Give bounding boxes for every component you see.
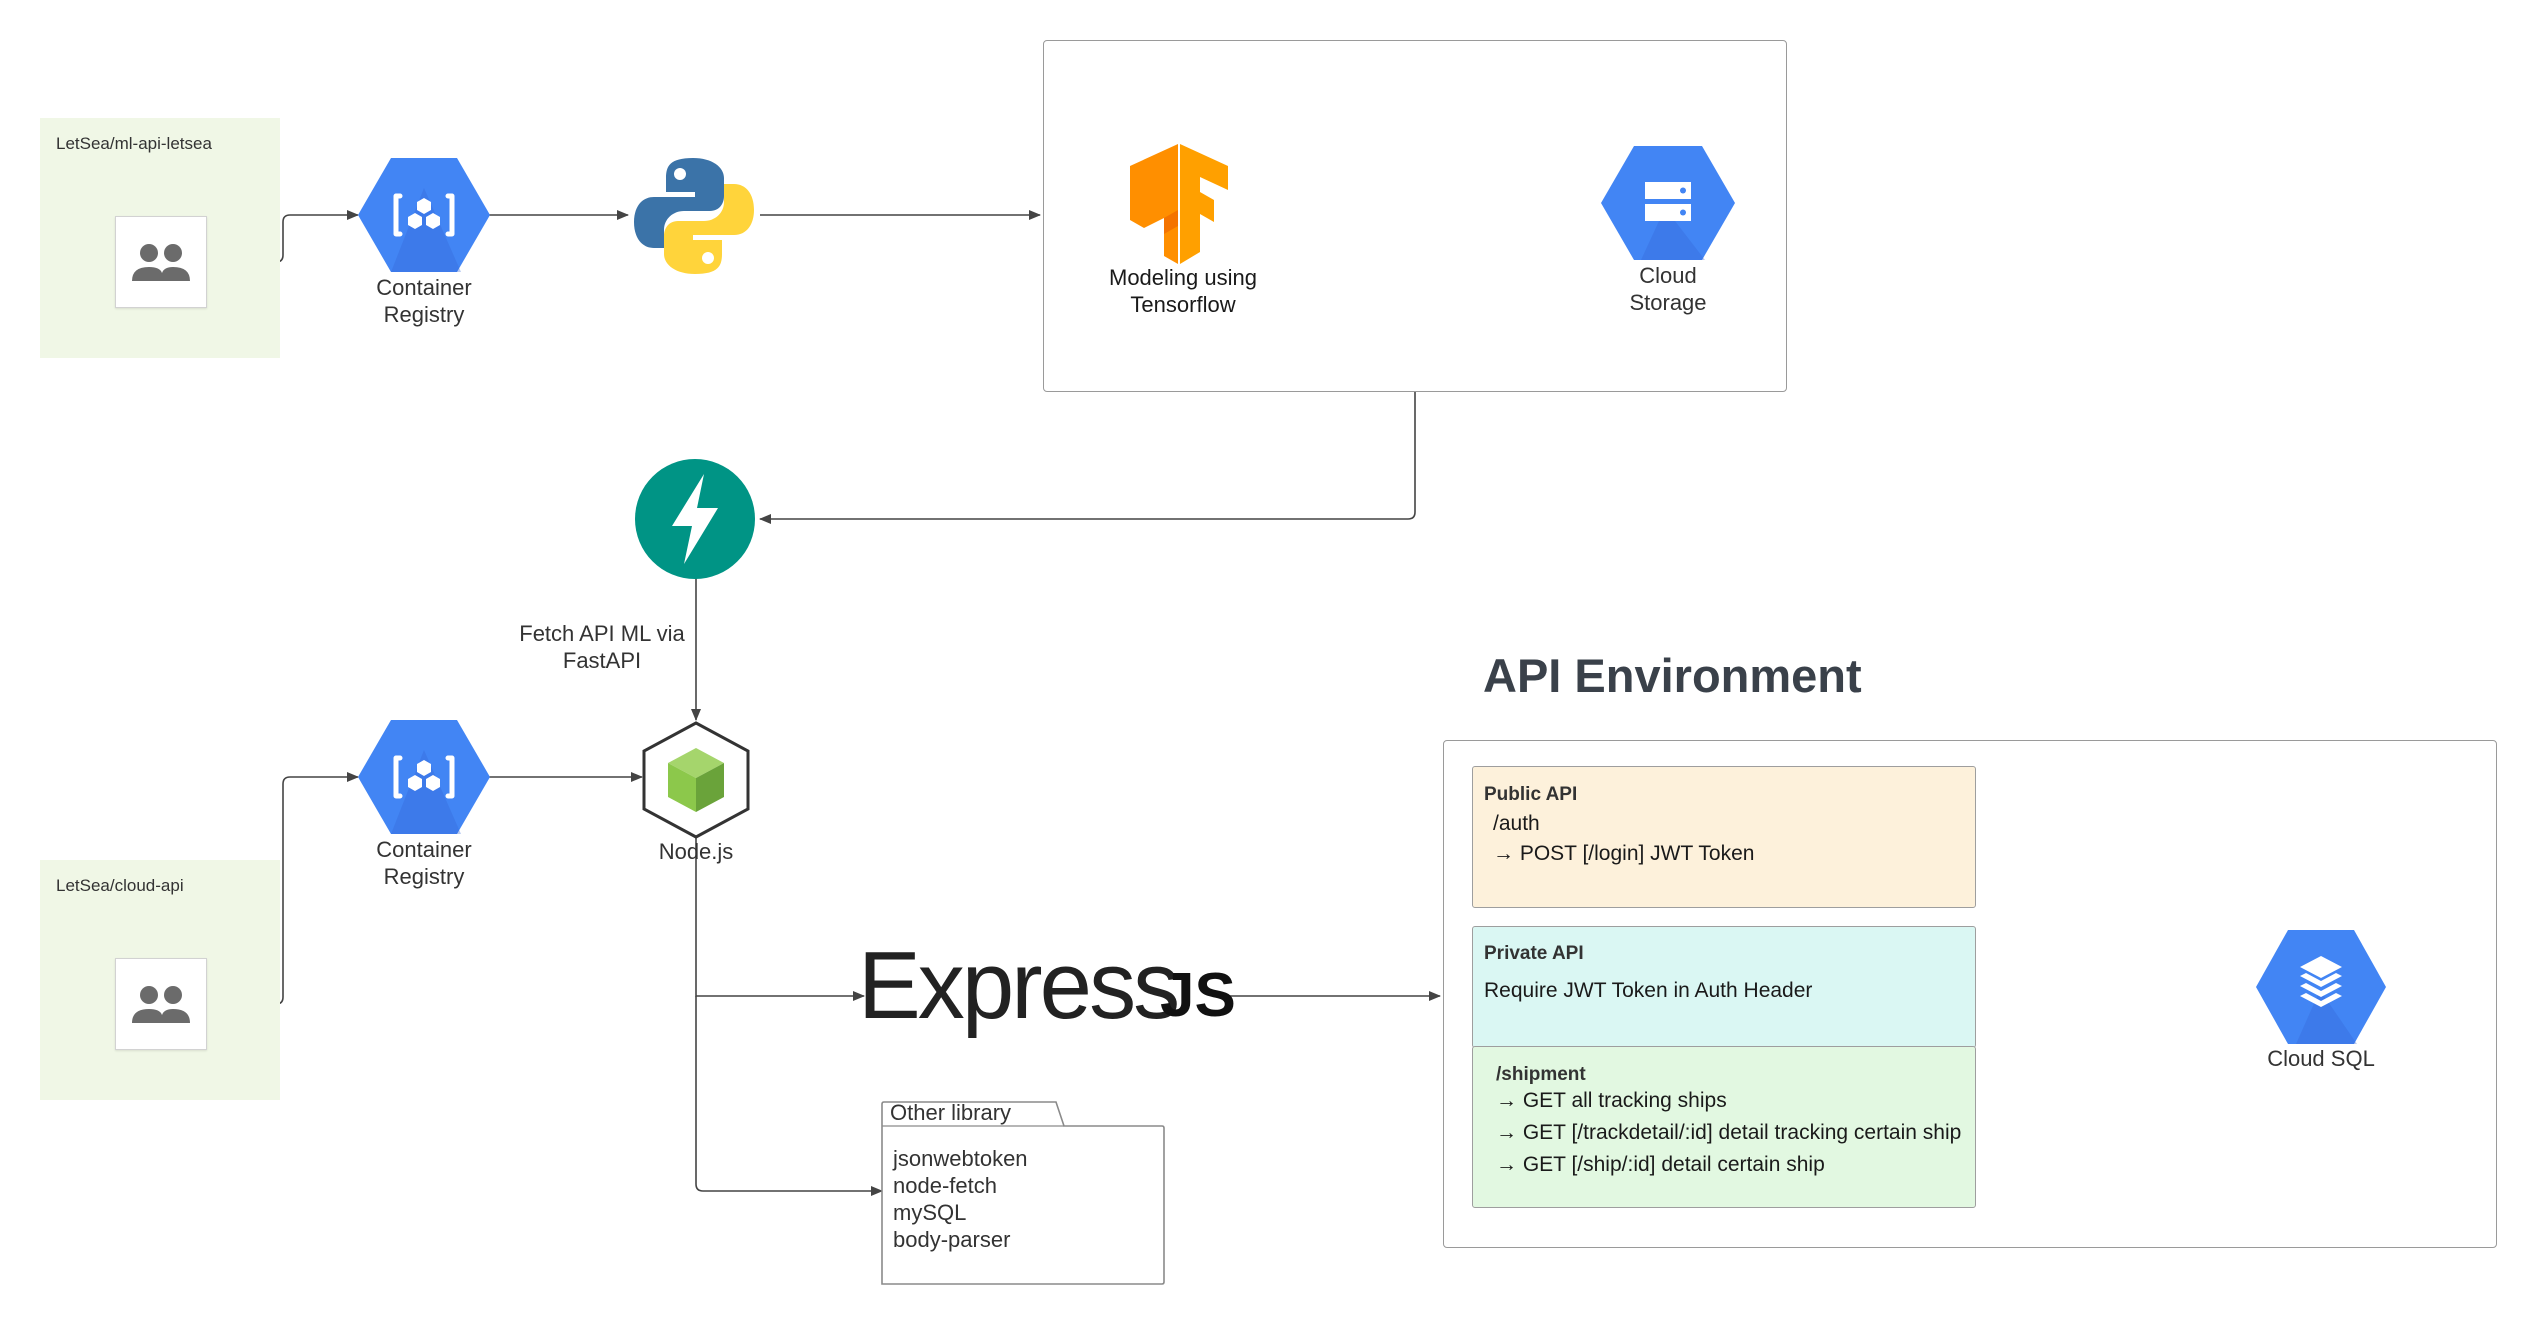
shipment-route-title: /shipment bbox=[1496, 1064, 1586, 1085]
library-item: node-fetch bbox=[893, 1173, 997, 1198]
label-line: Modeling using bbox=[1109, 265, 1257, 290]
label-line: Registry bbox=[383, 864, 465, 889]
tensorflow-label: Modeling using Tensorflow bbox=[1090, 264, 1276, 318]
fastapi-icon bbox=[635, 459, 755, 579]
repo-group-cloud-api: LetSea/cloud-api bbox=[40, 860, 280, 1100]
public-api-endpoint: → POST [/login] JWT Token bbox=[1493, 842, 1755, 865]
cloud-sql-label: Cloud SQL bbox=[2267, 1046, 2375, 1071]
label-line: FastAPI bbox=[562, 648, 642, 673]
public-api-box: Public API /auth → POST [/login] JWT Tok… bbox=[1472, 766, 1976, 908]
folder-outline bbox=[881, 1101, 1165, 1285]
express-js-mark: JS bbox=[1160, 961, 1236, 1030]
nodejs-icon bbox=[642, 721, 750, 839]
cloud-storage-label: Cloud Storage bbox=[1598, 262, 1738, 316]
nodejs-label: Node.js bbox=[658, 839, 734, 864]
label-line: Tensorflow bbox=[1130, 292, 1236, 317]
label-line: Storage bbox=[1629, 290, 1707, 315]
cloud-storage-icon bbox=[1601, 146, 1735, 260]
users-icon bbox=[115, 216, 207, 308]
shipment-api-box: /shipment → GET all tracking ships → GET… bbox=[1472, 1046, 1976, 1208]
library-item: body-parser bbox=[893, 1227, 1011, 1252]
label-line: Container bbox=[376, 837, 472, 862]
label-line: Fetch API ML via bbox=[519, 621, 685, 646]
tensorflow-icon bbox=[1130, 144, 1228, 264]
shipment-endpoint: → GET [/trackdetail/:id] detail tracking… bbox=[1496, 1121, 1962, 1144]
wire-panel-to-fastapi bbox=[759, 392, 1416, 524]
folder-title: Other library bbox=[890, 1100, 1012, 1125]
users-icon bbox=[115, 958, 207, 1050]
private-api-title: Private API bbox=[1484, 943, 1584, 964]
public-api-route: /auth bbox=[1493, 812, 1540, 835]
public-api-title: Public API bbox=[1484, 784, 1578, 805]
api-environment-title: API Environment bbox=[1483, 649, 1862, 702]
repo-group-ml-api-letsea: LetSea/ml-api-letsea bbox=[40, 118, 280, 358]
other-library-folder: Other library jsonwebtoken node-fetch my… bbox=[880, 1100, 1166, 1286]
label-line: Registry bbox=[383, 302, 465, 327]
fastapi-label: Fetch API ML via FastAPI bbox=[490, 620, 714, 674]
private-api-box: Private API Require JWT Token in Auth He… bbox=[1472, 926, 1976, 1048]
label-line: Cloud bbox=[1639, 263, 1697, 288]
container-registry-icon bbox=[358, 158, 490, 272]
private-api-note: Require JWT Token in Auth Header bbox=[1484, 979, 1813, 1002]
shipment-endpoint: → GET [/ship/:id] detail certain ship bbox=[1496, 1153, 1825, 1176]
label-line: Container bbox=[376, 275, 472, 300]
container-registry-label: Container Registry bbox=[344, 274, 504, 328]
container-registry-icon bbox=[358, 720, 490, 834]
repo-group-title: LetSea/cloud-api bbox=[56, 876, 184, 895]
library-item: jsonwebtoken bbox=[893, 1146, 1028, 1171]
express-logo-text: Express bbox=[858, 932, 1180, 1039]
python-icon bbox=[634, 158, 754, 274]
container-registry-label: Container Registry bbox=[344, 836, 504, 890]
cloud-sql-icon bbox=[2256, 930, 2386, 1044]
wire-nodejs-to-library bbox=[695, 996, 883, 1196]
repo-group-title: LetSea/ml-api-letsea bbox=[56, 134, 212, 153]
library-item: mySQL bbox=[893, 1200, 967, 1225]
shipment-endpoint: → GET all tracking ships bbox=[1496, 1089, 1727, 1112]
